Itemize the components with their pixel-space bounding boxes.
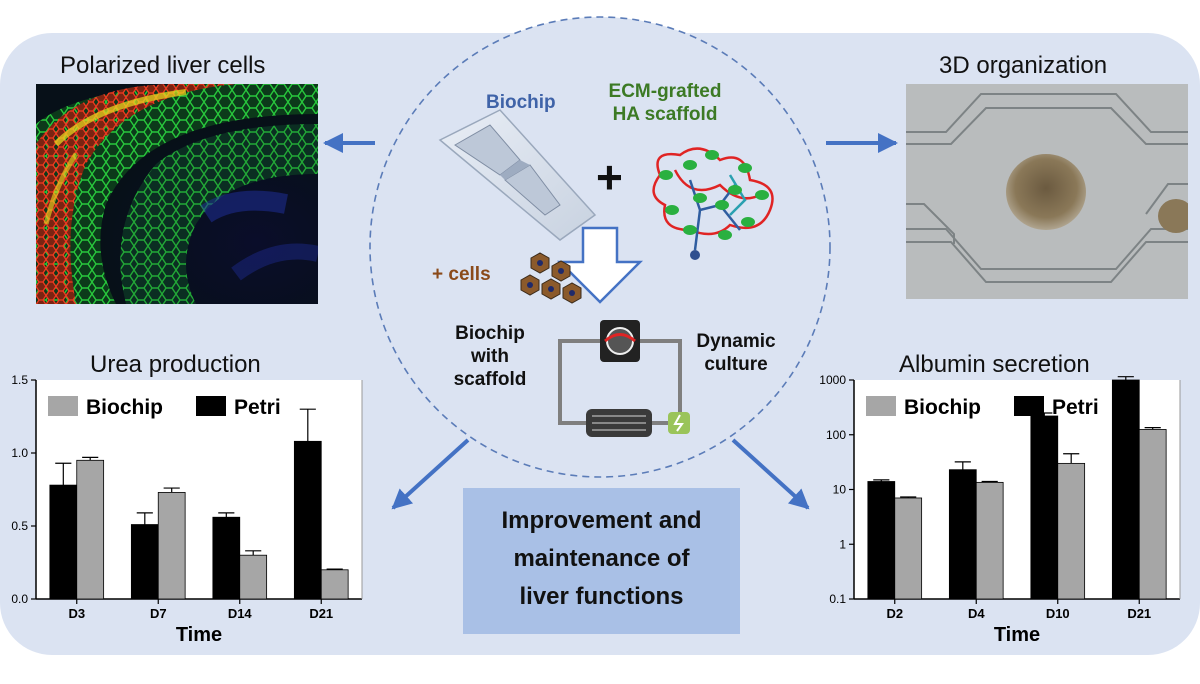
bar-biochip: [1138, 429, 1167, 600]
x-tick-label: D7: [150, 606, 167, 621]
legend-swatch-petri: [196, 396, 226, 416]
x-tick-label: D21: [309, 606, 333, 621]
bar-biochip: [975, 481, 1004, 600]
cells-drawing: [520, 252, 582, 304]
x-tick-label: D10: [1046, 606, 1070, 621]
x-tick-label: D14: [228, 606, 253, 621]
bar-petri: [130, 524, 159, 600]
bar-biochip: [894, 497, 923, 600]
bar-biochip: [239, 554, 268, 600]
conclusion-box: Improvement and maintenance of liver fun…: [463, 488, 740, 634]
bar-petri: [1111, 379, 1140, 600]
conclusion-line-1: Improvement and: [501, 507, 702, 534]
legend-label-petri: Petri: [234, 396, 281, 419]
conclusion-line-2: maintenance of: [513, 545, 690, 572]
legend-label-petri: Petri: [1052, 396, 1099, 419]
perfusion-circuit: [558, 320, 690, 437]
label-biochip-with-scaffold: Biochip with scaffold: [453, 323, 527, 390]
bar-biochip: [320, 569, 349, 600]
y-tick-label: 1: [839, 537, 846, 551]
y-tick-label: 0.1: [829, 592, 846, 606]
bar-petri: [1030, 415, 1059, 600]
bar-petri: [212, 516, 241, 600]
bar-petri: [867, 481, 896, 600]
x-tick-label: D2: [886, 606, 903, 621]
legend-swatch-petri: [1014, 396, 1044, 416]
bar-petri: [293, 440, 322, 600]
label-scaffold: ECM-grafted HA scaffold: [608, 81, 722, 125]
bar-petri: [948, 469, 977, 600]
y-tick-label: 100: [826, 428, 846, 442]
y-tick-label: 10: [833, 483, 847, 497]
y-tick-label: 1.0: [11, 446, 28, 460]
arrow-down-right: [731, 438, 810, 510]
title-polarized: Polarized liver cells: [60, 52, 266, 79]
legend-label-biochip: Biochip: [86, 396, 163, 419]
x-axis-label: Time: [176, 624, 222, 646]
x-tick-label: D21: [1127, 606, 1151, 621]
legend-swatch-biochip: [48, 396, 78, 416]
down-arrow-hollow: [556, 226, 644, 304]
spheroid-image: [906, 84, 1188, 299]
biochip-device-drawing: [438, 109, 597, 241]
y-tick-label: 0.0: [11, 592, 28, 606]
label-dynamic-culture: Dynamic culture: [696, 331, 776, 375]
fluorescence-image: [36, 84, 318, 304]
x-axis-label: Time: [994, 624, 1040, 646]
conclusion-line-3: liver functions: [519, 583, 684, 610]
legend-swatch-biochip: [866, 396, 896, 416]
scaffold-drawing: [652, 147, 774, 260]
title-albumin: Albumin secretion: [899, 351, 1090, 378]
plus-sign: +: [596, 151, 623, 203]
y-tick-label: 1000: [819, 373, 846, 387]
legend-label-biochip: Biochip: [904, 396, 981, 419]
title-organization: 3D organization: [939, 52, 1108, 79]
bar-biochip: [1057, 462, 1086, 600]
label-biochip: Biochip: [486, 92, 556, 113]
bar-petri: [49, 484, 78, 600]
arrow-down-left: [391, 438, 470, 510]
x-tick-label: D4: [968, 606, 985, 621]
bar-biochip: [157, 492, 186, 600]
x-tick-label: D3: [68, 606, 85, 621]
bar-biochip: [76, 459, 105, 600]
label-cells: + cells: [432, 264, 491, 285]
y-tick-label: 0.5: [11, 519, 28, 533]
title-urea: Urea production: [90, 351, 261, 378]
y-tick-label: 1.5: [11, 373, 28, 387]
